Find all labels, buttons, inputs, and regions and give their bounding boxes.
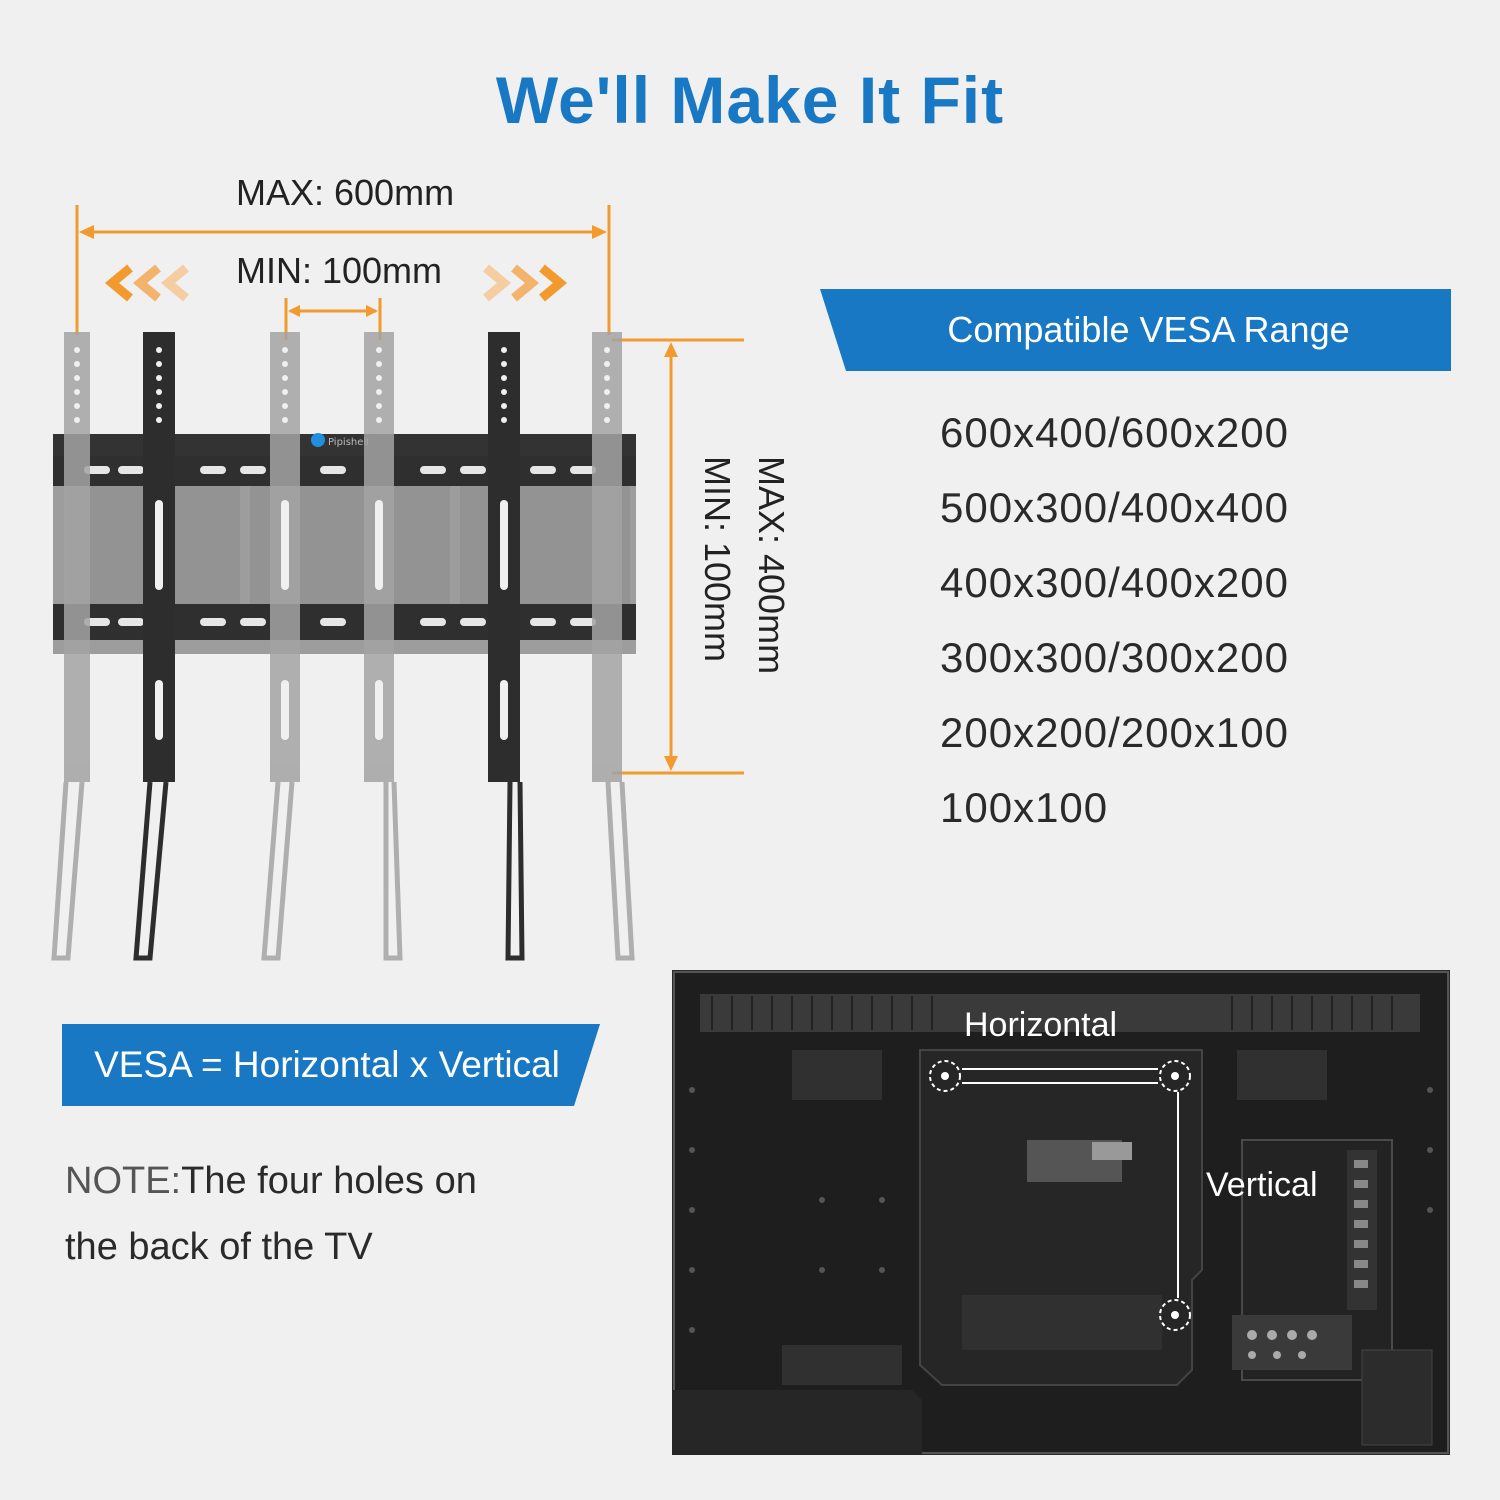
vesa-hole-bottom-right-icon bbox=[1159, 1299, 1191, 1331]
max-width-dimension bbox=[75, 205, 611, 335]
vesa-size-item: 500x300/400x400 bbox=[940, 484, 1289, 531]
vesa-hole-top-left-icon bbox=[929, 1060, 961, 1092]
max-width-label: MAX: 600mm bbox=[236, 172, 455, 213]
note-block: NOTE:The four holes on the back of the T… bbox=[65, 1148, 625, 1280]
vesa-size-item: 300x300/300x200 bbox=[940, 634, 1289, 681]
right-chevrons-icon bbox=[483, 264, 568, 302]
max-height-label: MAX: 400mm bbox=[751, 456, 792, 675]
vertical-dimension bbox=[612, 338, 744, 775]
bracket-logo-text: Pipishell bbox=[328, 437, 369, 448]
note-prefix: NOTE: bbox=[65, 1160, 182, 1202]
vesa-range-heading: Compatible VESA Range bbox=[947, 309, 1350, 350]
page-title: We'll Make It Fit bbox=[495, 63, 1005, 137]
bracket-diagram: Pipishell bbox=[51, 205, 744, 961]
note-text-1: The four holes on bbox=[181, 1160, 477, 1202]
min-height-label: MIN: 100mm bbox=[697, 456, 738, 663]
min-width-label: MIN: 100mm bbox=[236, 250, 443, 291]
note-text-2: the back of the TV bbox=[65, 1226, 373, 1268]
vesa-holes bbox=[929, 1060, 1191, 1331]
formula-banner bbox=[62, 1024, 600, 1106]
logo-icon bbox=[311, 433, 325, 447]
wall-plate: Pipishell bbox=[53, 433, 636, 654]
vesa-range-banner bbox=[820, 289, 1451, 371]
vesa-formula: VESA = Horizontal x Vertical bbox=[94, 1044, 560, 1085]
note-line-1: NOTE:The four holes on bbox=[65, 1148, 625, 1214]
horizontal-label: Horizontal bbox=[964, 1006, 1118, 1044]
vesa-size-item: 200x200/200x100 bbox=[940, 709, 1289, 756]
vesa-size-item: 600x400/600x200 bbox=[940, 409, 1289, 456]
tv-back-photo bbox=[672, 970, 1450, 1455]
vent-grille bbox=[700, 994, 1420, 1032]
vertical-label: Vertical bbox=[1206, 1166, 1318, 1204]
vesa-hole-top-right-icon bbox=[1159, 1060, 1191, 1092]
vesa-size-list: 600x400/600x200 500x300/400x400 400x300/… bbox=[940, 405, 1289, 855]
vesa-size-item: 100x100 bbox=[940, 784, 1109, 831]
arm-holes bbox=[74, 347, 610, 423]
vesa-size-item: 400x300/400x200 bbox=[940, 559, 1289, 606]
mounting-arms bbox=[51, 332, 635, 961]
left-chevrons-icon bbox=[104, 264, 189, 302]
